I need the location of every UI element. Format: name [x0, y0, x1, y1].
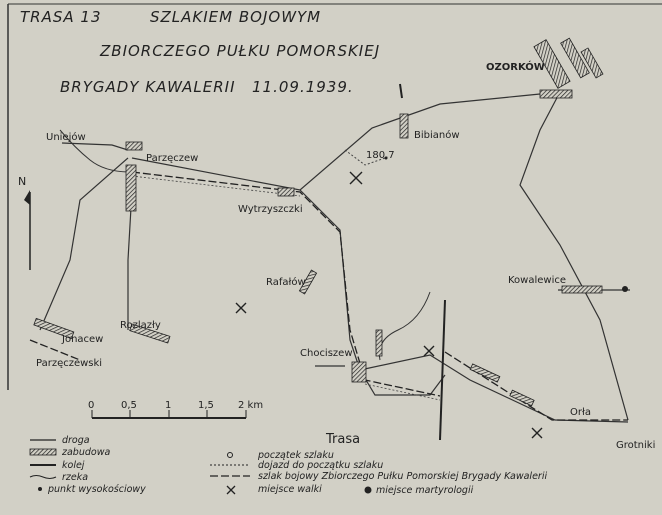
legend-symbols	[29, 439, 372, 495]
scale-tick-05: 0,5	[121, 400, 137, 411]
title-line-1: SZLAKIEM BOJOWYM	[150, 8, 321, 26]
place-chociszew: Chociszew	[300, 348, 353, 359]
place-orla: Orła	[570, 407, 591, 418]
place-uniejow: Uniejów	[46, 131, 86, 143]
martyrdom-marker	[622, 286, 628, 292]
scale-tick-0: 0	[88, 400, 94, 411]
roads	[39, 91, 630, 423]
north-arrow-head	[24, 190, 30, 205]
river	[59, 129, 431, 361]
legend-buildings: zabudowa	[61, 447, 110, 458]
route-number: TRASA 13	[20, 8, 101, 26]
elevation-dotted-link	[344, 149, 386, 166]
scale-tick-1: 1	[165, 400, 171, 411]
place-parzeczewski: Parzęczewski	[36, 358, 102, 369]
railway	[399, 83, 446, 441]
legend-martyrdom: miejsce martyrologii	[376, 485, 474, 496]
place-kowalewice: Kowalewice	[508, 275, 566, 286]
north-label: N	[18, 175, 26, 188]
title-line-3: BRYGADY KAWALERII	[60, 78, 236, 96]
legend-trail-start: początek szlaku	[257, 450, 334, 461]
place-jonacew: Jonacew	[61, 334, 103, 345]
title-date: 11.09.1939.	[252, 78, 354, 96]
buildings	[33, 37, 604, 407]
place-ozorkow: OZORKÓW	[486, 60, 545, 73]
title-line-2: ZBIORCZEGO PUŁKU POMORSKIEJ	[99, 42, 380, 60]
battle-site-markers	[235, 171, 543, 439]
access-route	[131, 175, 441, 401]
place-rafalow: Rafałów	[266, 276, 306, 288]
legend-railway: kolej	[62, 460, 85, 471]
place-wytrzyszczki: Wytrzyszczki	[238, 204, 303, 215]
place-rozlazly: Rozlazły	[120, 320, 161, 331]
legend-heading: Trasa	[325, 432, 360, 447]
scale-tick-2km: 2 km	[238, 400, 263, 411]
place-bibianow: Bibianów	[414, 129, 460, 141]
legend-access: dojazd do początku szlaku	[258, 460, 383, 471]
legend-road: droga	[62, 435, 90, 446]
battle-trail	[29, 171, 628, 421]
scale-tick-15: 1,5	[198, 400, 214, 411]
scale-bar	[91, 410, 247, 419]
legend-river: rzeka	[62, 472, 88, 483]
legend-battle-trail: szlak bojowy Zbiorczego Pułku Pomorskiej…	[258, 471, 547, 482]
legend-battle-site: miejsce walki	[258, 484, 322, 495]
place-grotniki: Grotniki	[616, 440, 655, 451]
elevation-label: 180,7	[366, 150, 395, 161]
elevation-point	[384, 156, 388, 160]
legend-elevation: punkt wysokościowy	[47, 484, 146, 495]
place-parzeczew: Parzęczew	[146, 153, 198, 164]
